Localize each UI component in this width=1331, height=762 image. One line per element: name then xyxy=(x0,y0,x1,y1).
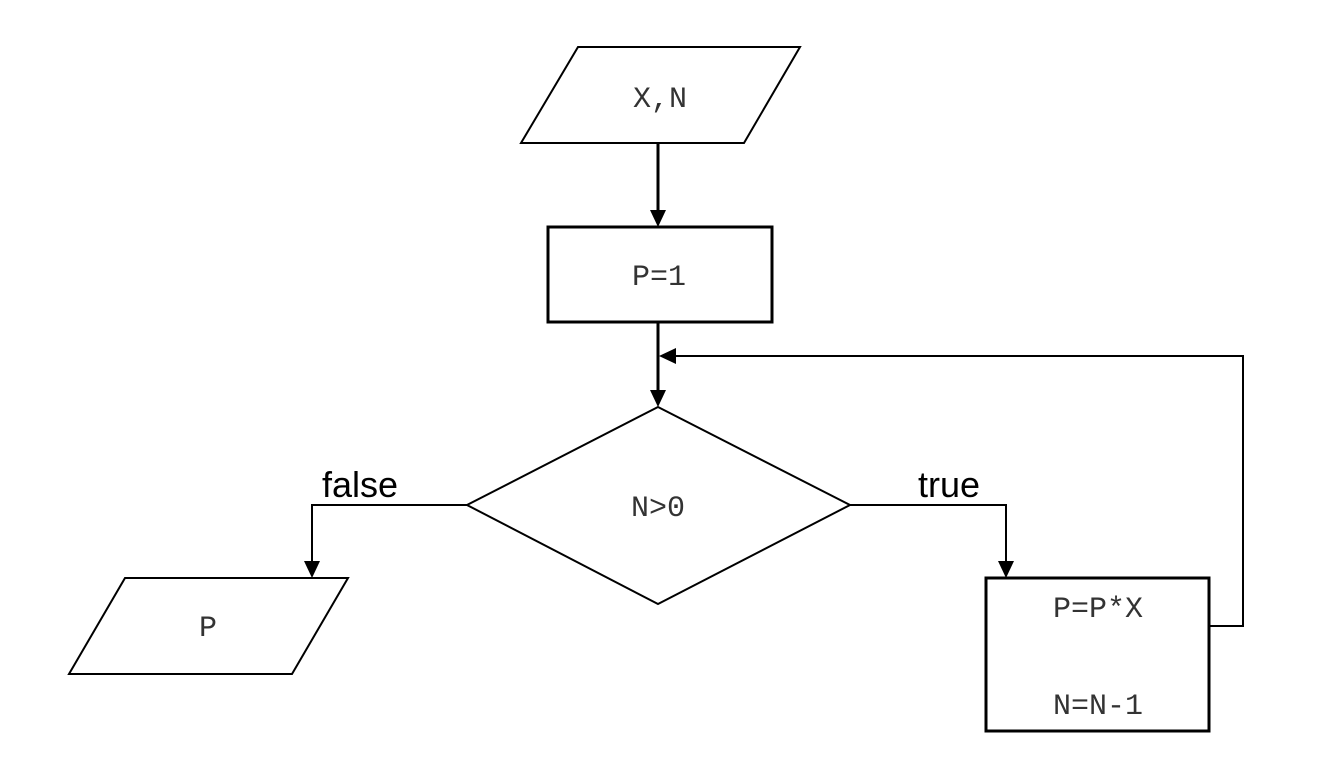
input-node xyxy=(519,46,802,144)
loop-back-line xyxy=(674,355,1244,627)
true-branch-line xyxy=(850,504,1007,562)
init-node xyxy=(546,225,774,324)
false-branch-line xyxy=(311,504,467,562)
input-node-text: X,N xyxy=(633,83,687,117)
arrowhead-condition xyxy=(650,390,666,407)
loop-body-node xyxy=(984,576,1211,733)
loop-back-arrowhead xyxy=(659,348,676,364)
true-branch-arrowhead xyxy=(998,561,1014,578)
init-node-text: P=1 xyxy=(632,261,686,295)
condition-node-text: N>0 xyxy=(631,492,685,526)
condition-node xyxy=(464,405,853,606)
true-label: true xyxy=(918,464,980,505)
false-label: false xyxy=(322,464,398,505)
output-node xyxy=(67,577,350,675)
loop-body-line2-text: N=N-1 xyxy=(1053,690,1143,724)
false-branch-arrowhead xyxy=(304,561,320,578)
output-node-text: P xyxy=(199,612,217,646)
arrowhead-init xyxy=(650,210,666,227)
loop-body-line1-text: P=P*X xyxy=(1053,593,1143,627)
